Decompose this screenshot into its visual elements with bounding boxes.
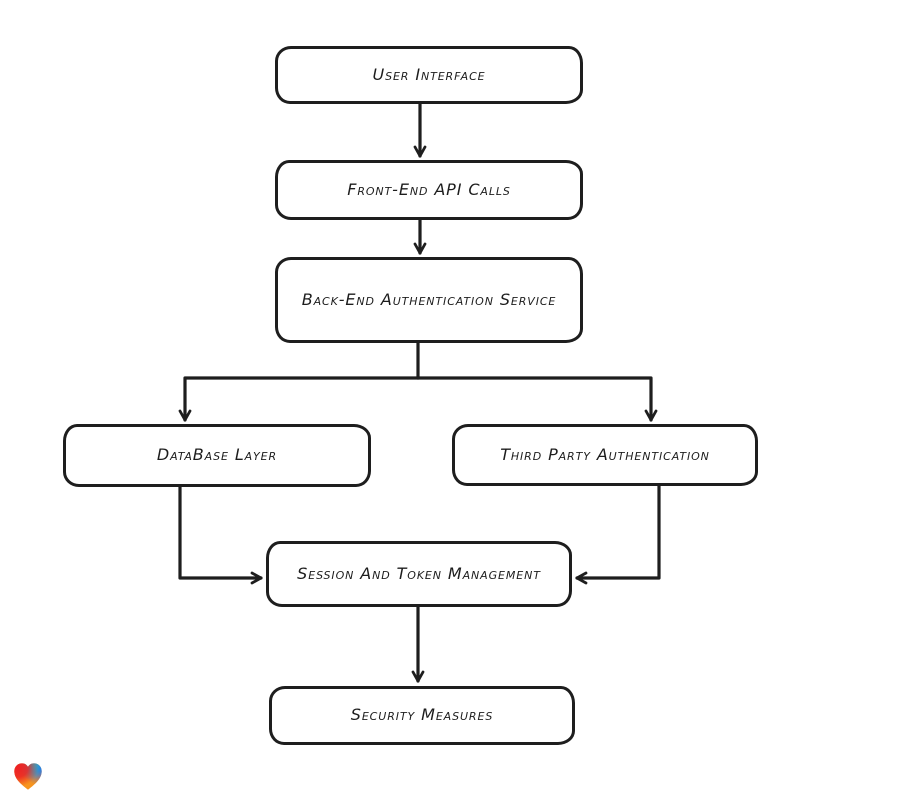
edge-auth-to-third bbox=[416, 376, 658, 422]
edge-auth-to-db bbox=[178, 376, 420, 422]
heart-icon bbox=[14, 763, 42, 790]
node-back-end-authentication-service[interactable]: Back-End Authentication Service bbox=[275, 257, 583, 343]
node-label: User Interface bbox=[372, 64, 486, 84]
node-security-measures[interactable]: Security Measures bbox=[269, 686, 575, 745]
gradient-heart-logo[interactable] bbox=[11, 760, 45, 793]
node-session-and-token-management[interactable]: Session And Token Management bbox=[266, 541, 572, 607]
node-user-interface[interactable]: User Interface bbox=[275, 46, 583, 104]
node-label: DataBase Layer bbox=[156, 445, 278, 465]
node-third-party-authentication[interactable]: Third Party Authentication bbox=[452, 424, 758, 486]
edge-third-to-session bbox=[575, 484, 661, 585]
node-database-layer[interactable]: DataBase Layer bbox=[63, 424, 371, 487]
node-label: Front-End API Calls bbox=[347, 179, 511, 199]
edge-db-to-session bbox=[178, 485, 263, 585]
node-label: Back-End Authentication Service bbox=[301, 289, 557, 309]
node-label: Security Measures bbox=[350, 705, 494, 725]
node-label: Third Party Authentication bbox=[500, 444, 710, 464]
node-front-end-api-calls[interactable]: Front-End API Calls bbox=[275, 160, 583, 220]
node-label: Session And Token Management bbox=[297, 563, 541, 583]
